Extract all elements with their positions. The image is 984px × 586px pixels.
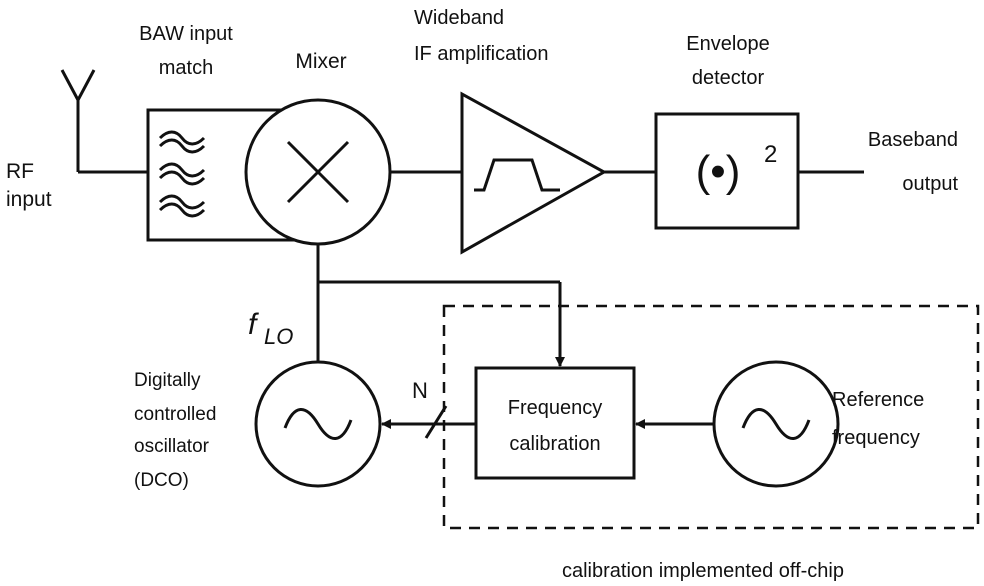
baw-input-match-label: BAW input match bbox=[139, 23, 233, 79]
svg-text:frequency: frequency bbox=[832, 427, 920, 449]
sine-wave-icon bbox=[741, 408, 811, 440]
bus-width-label: N bbox=[412, 378, 428, 403]
svg-text:(DCO): (DCO) bbox=[134, 470, 189, 491]
f-lo-label: f LO bbox=[248, 308, 293, 349]
svg-text:oscillator: oscillator bbox=[134, 436, 210, 457]
svg-text:controlled: controlled bbox=[134, 404, 216, 425]
svg-text:Baseband: Baseband bbox=[868, 129, 958, 151]
svg-text:input: input bbox=[6, 188, 52, 211]
filter-wave-icon bbox=[158, 130, 206, 218]
svg-text:match: match bbox=[159, 57, 213, 79]
rf-input-label: RF input bbox=[6, 160, 52, 211]
svg-text:IF amplification: IF amplification bbox=[414, 43, 549, 65]
reference-frequency-label: Reference frequency bbox=[832, 389, 924, 449]
antenna-icon bbox=[60, 69, 96, 172]
if-amplification-label: Wideband IF amplification bbox=[414, 7, 549, 65]
mixer-symbol bbox=[244, 98, 392, 246]
baseband-output-label: Baseband output bbox=[868, 129, 959, 195]
svg-text:Frequency: Frequency bbox=[508, 397, 603, 419]
svg-text:Wideband: Wideband bbox=[414, 7, 504, 29]
svg-text:RF: RF bbox=[6, 160, 34, 183]
bandpass-icon bbox=[474, 158, 560, 192]
svg-text:detector: detector bbox=[692, 67, 765, 89]
square-law-symbol: (•) bbox=[696, 147, 741, 196]
svg-text:output: output bbox=[902, 173, 958, 195]
svg-text:LO: LO bbox=[264, 324, 293, 349]
square-law-exponent: 2 bbox=[764, 141, 777, 168]
svg-text:Digitally: Digitally bbox=[134, 370, 201, 391]
svg-text:BAW input: BAW input bbox=[139, 23, 233, 45]
dco-label: Digitally controlled oscillator (DCO) bbox=[134, 370, 216, 491]
svg-text:Reference: Reference bbox=[832, 389, 924, 411]
if-amplifier-block bbox=[460, 91, 608, 255]
bus-slash-icon bbox=[424, 405, 448, 439]
frequency-calibration-block bbox=[474, 366, 636, 480]
off-chip-note: calibration implemented off-chip bbox=[562, 560, 844, 582]
svg-text:f: f bbox=[248, 308, 259, 341]
reference-oscillator-symbol bbox=[712, 360, 840, 488]
svg-text:Envelope: Envelope bbox=[686, 33, 769, 55]
frequency-calibration-label: Frequency calibration bbox=[508, 397, 603, 455]
svg-text:calibration: calibration bbox=[509, 433, 600, 455]
envelope-detector-label: Envelope detector bbox=[686, 33, 769, 89]
envelope-detector-block: (•) 2 bbox=[654, 112, 800, 230]
dco-symbol bbox=[254, 360, 382, 488]
sine-wave-icon bbox=[283, 408, 353, 440]
mixer-label: Mixer bbox=[295, 50, 346, 73]
baw-filter-block bbox=[146, 108, 320, 242]
